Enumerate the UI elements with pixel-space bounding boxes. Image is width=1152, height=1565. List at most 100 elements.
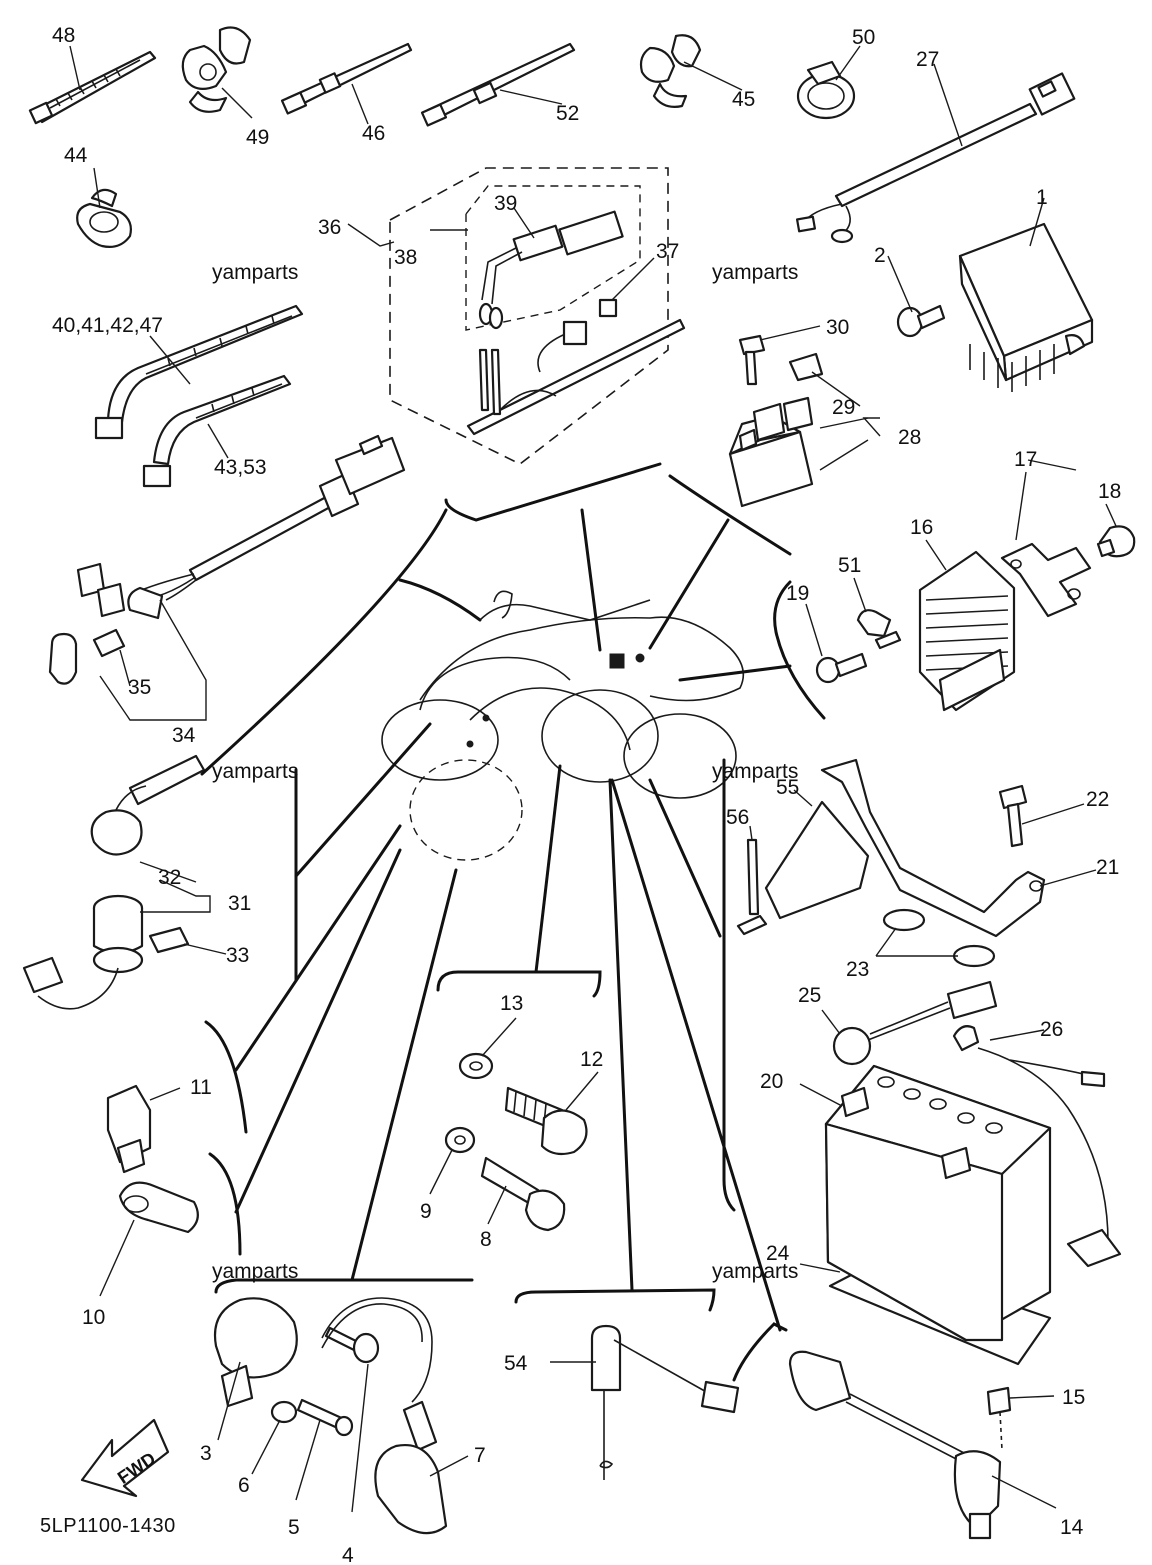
label-46: 46 [362, 122, 385, 145]
part-3-ignition-coil [213, 1297, 298, 1408]
watermark-text: yamparts [712, 261, 798, 284]
part-16-rectifier-regulator [918, 550, 1016, 712]
label-5: 5 [288, 1516, 300, 1539]
part-11-switch [106, 1084, 152, 1174]
leader-lines [69, 45, 1117, 1513]
fwd-arrow: FWD [80, 1418, 170, 1498]
label-37: 37 [656, 240, 679, 263]
part-10-sensor [118, 1181, 199, 1234]
label-55: 55 [776, 776, 799, 799]
part-51-clamp [856, 609, 902, 650]
label-33: 33 [226, 944, 249, 967]
part-12-switch [504, 1086, 588, 1156]
part-25-positive-cable [832, 980, 998, 1066]
label-52: 52 [556, 102, 579, 125]
part-33-key-blank [148, 926, 190, 954]
label-18: 18 [1098, 480, 1121, 503]
label-21: 21 [1096, 856, 1119, 879]
part-27-lead-wire [795, 72, 1076, 244]
label-16: 16 [910, 516, 933, 539]
watermark-text: yamparts [712, 760, 798, 783]
part-35-cap [48, 628, 126, 685]
part-4-bolt [324, 1326, 380, 1364]
watermark-text: yamparts [212, 1260, 298, 1283]
watermark-text: yamparts [712, 1260, 798, 1283]
part-31-main-switch [22, 894, 144, 1010]
part-5-bolt [296, 1398, 354, 1437]
part-14-sensor [788, 1350, 1002, 1540]
part-49-clamp [181, 26, 252, 113]
part-22-bolt [998, 784, 1028, 848]
label-34: 34 [172, 724, 196, 747]
label-56: 56 [726, 806, 749, 829]
part-2-bolt [896, 304, 946, 338]
label-10: 10 [82, 1306, 105, 1329]
label-38: 38 [394, 246, 417, 269]
label-22: 22 [1086, 788, 1109, 811]
part-1-cdi-unit [958, 222, 1094, 392]
label-35: 35 [128, 676, 151, 699]
label-15: 15 [1062, 1386, 1085, 1409]
part-43-cable-tie [142, 374, 292, 488]
part-26-negative-cable [952, 1025, 1122, 1268]
label-51: 51 [838, 554, 861, 577]
label-8: 8 [480, 1228, 492, 1251]
watermark-text: yamparts [212, 261, 298, 284]
label-17: 17 [1014, 448, 1037, 471]
label-1: 1 [1036, 186, 1048, 209]
callout-brackets [200, 462, 826, 1382]
part-55-battery-cover [764, 800, 870, 920]
part-32-key [90, 754, 206, 856]
watermarks: yamparts yamparts yamparts yamparts yamp… [212, 261, 798, 1283]
kit-36-wire-harness-box [389, 167, 686, 465]
diagram-code: 5LP1100-1430 [40, 1515, 176, 1537]
part-54-sensor [590, 1324, 740, 1480]
part-46-cable-tie [280, 42, 413, 115]
label-48: 48 [52, 24, 75, 47]
label-24: 24 [766, 1242, 790, 1265]
part-50-clamp [796, 60, 856, 120]
label-6: 6 [238, 1474, 250, 1497]
part-56-pin [736, 838, 768, 936]
label-20: 20 [760, 1070, 783, 1093]
part-34-lead-harness [76, 434, 406, 620]
label-14: 14 [1060, 1516, 1084, 1539]
label-19: 19 [786, 582, 809, 605]
part-8-switch [480, 1156, 566, 1232]
label-32: 32 [158, 866, 181, 889]
label-13: 13 [500, 992, 523, 1015]
label-25: 25 [798, 984, 821, 1007]
part-6-washer [270, 1400, 298, 1424]
label-3: 3 [200, 1442, 212, 1465]
label-12: 12 [580, 1048, 603, 1071]
part-7-plug-cap [321, 1297, 448, 1535]
label-26: 26 [1040, 1018, 1063, 1041]
part-18-nut [1096, 525, 1136, 558]
label-23: 23 [846, 958, 869, 981]
part-40-cable-tie [94, 304, 304, 440]
part-17-bracket [1000, 542, 1092, 618]
label-9: 9 [420, 1200, 432, 1223]
part-48-cable-tie [28, 50, 157, 125]
atv-outline [381, 590, 745, 861]
label-28: 28 [898, 426, 921, 449]
label-7: 7 [474, 1444, 486, 1467]
label-31: 31 [228, 892, 251, 915]
part-13-washer [458, 1052, 494, 1080]
label-36: 36 [318, 216, 341, 239]
part-28-starter-relay [728, 396, 814, 508]
label-4: 4 [342, 1544, 354, 1565]
part-45-clamp [639, 34, 702, 108]
part-52-cable-tie [420, 42, 576, 127]
part-labels: 48 49 46 52 45 50 27 44 1 2 36 38 39 37 … [52, 24, 1121, 1565]
label-30: 30 [826, 316, 849, 339]
label-49: 49 [246, 126, 269, 149]
part-30-bolt [738, 334, 766, 386]
part-9-washer [444, 1126, 476, 1154]
label-45: 45 [732, 88, 755, 111]
label-39: 39 [494, 192, 517, 215]
label-27: 27 [916, 48, 939, 71]
label-29: 29 [832, 396, 855, 419]
label-2: 2 [874, 244, 886, 267]
